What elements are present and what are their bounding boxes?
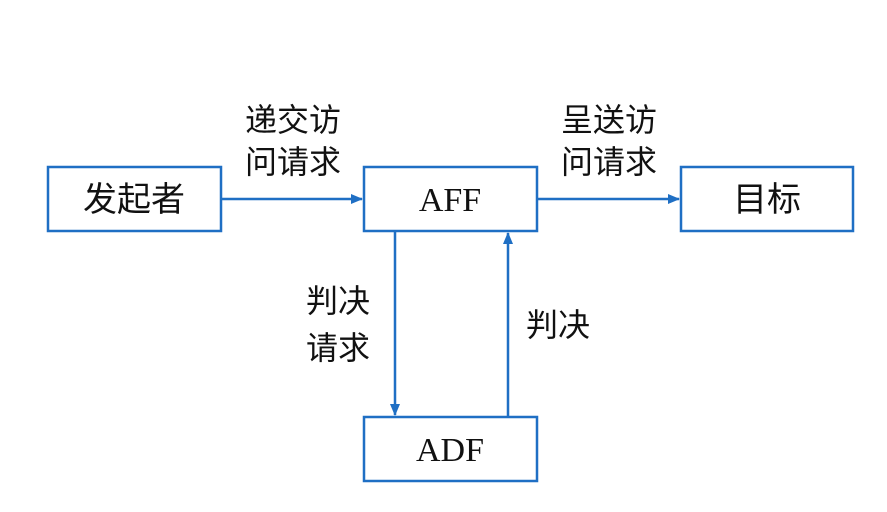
node-adf-label: ADF [416,432,484,469]
edge-label-submit-request-line1: 递交访 [245,101,341,139]
edge-label-decision-request: 判决 请求 [306,282,370,367]
edge-label-submit-request-line2: 问请求 [245,143,341,181]
edge-label-present-request-line1: 呈送访 [561,101,657,139]
node-initiator: 发起者 [46,165,223,233]
edge-label-present-request-line2: 问请求 [561,143,657,181]
node-aff: AFF [362,165,539,233]
node-target: 目标 [679,165,855,233]
node-target-label: 目标 [733,180,801,220]
edge-label-decision-request-line1: 判决 [306,282,370,320]
edge-label-decision-request-line2: 请求 [306,329,370,367]
edge-label-present-request: 呈送访 问请求 [561,101,657,181]
node-adf: ADF [362,415,539,483]
node-initiator-label: 发起者 [83,180,185,220]
edge-label-submit-request: 递交访 问请求 [245,101,341,181]
node-aff-label: AFF [419,182,481,219]
edge-label-decision: 判决 [526,306,590,344]
